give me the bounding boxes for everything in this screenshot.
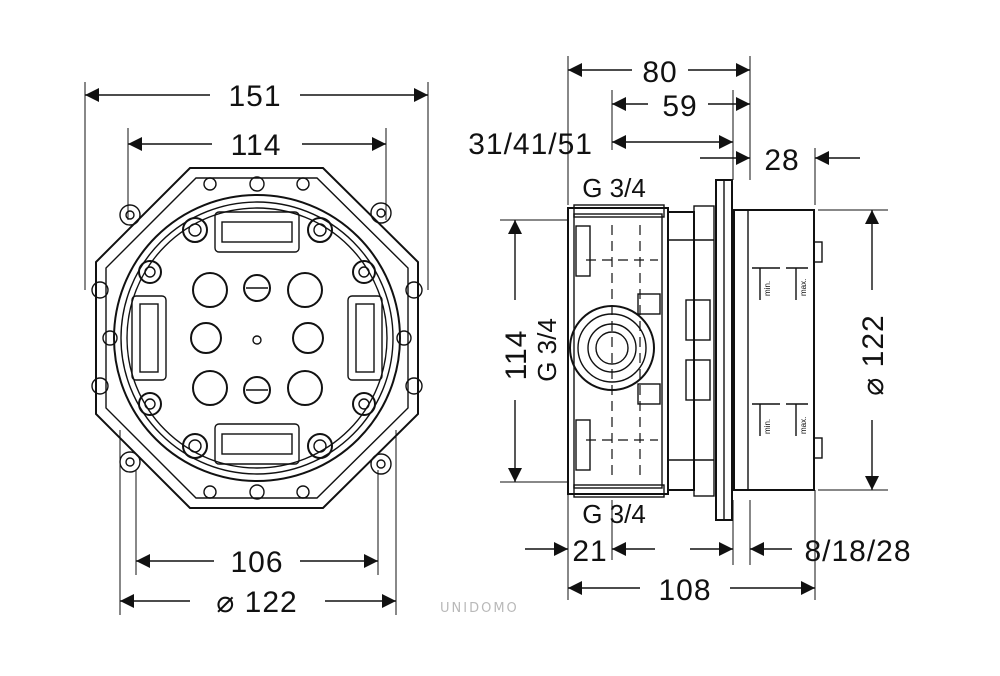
dim-59: 59: [662, 90, 697, 123]
max-mark-bottom: max.: [799, 417, 808, 434]
dim-31-41-51: 31/41/51: [468, 128, 593, 161]
dim-cap-diameter: ⌀ 122: [857, 314, 890, 395]
knockout-holes: [190, 272, 324, 406]
front-view: 151 114 106 ⌀ 122: [84, 80, 429, 619]
dim-ring-diameter: ⌀ 122: [216, 586, 297, 619]
dim-80: 80: [642, 56, 677, 89]
max-mark-top: max.: [799, 279, 808, 296]
dim-108: 108: [658, 574, 711, 607]
dim-151: 151: [228, 80, 281, 113]
screw-bosses: [138, 217, 376, 459]
dim-106: 106: [230, 546, 283, 579]
dim-114-side: 114: [500, 330, 533, 381]
dim-21: 21: [572, 535, 607, 568]
side-thread-label: G 3/4: [532, 318, 562, 382]
side-view: 80 59 31/41/51 28 114 G 3/4 ⌀ 122 21 8/1…: [468, 56, 911, 607]
bottom-thread-label: G 3/4: [582, 499, 646, 529]
dim-28: 28: [764, 144, 799, 177]
watermark: UNIDOMO: [440, 601, 519, 616]
min-mark-top: min.: [763, 281, 772, 296]
top-thread-label: G 3/4: [582, 173, 646, 203]
min-mark-bottom: min.: [763, 419, 772, 434]
dim-8-18-28: 8/18/28: [804, 535, 911, 568]
dim-114-front: 114: [231, 129, 282, 162]
mounting-lugs: [91, 176, 423, 500]
